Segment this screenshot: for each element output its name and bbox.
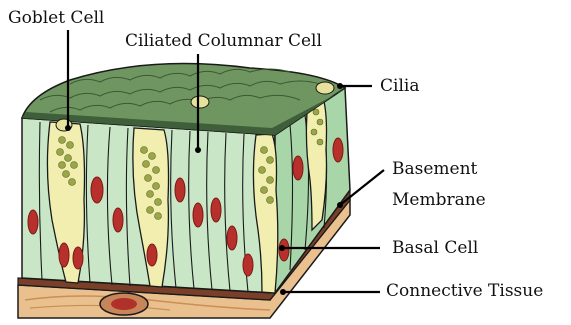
goblet-cell-label: Goblet Cell xyxy=(8,8,104,28)
basement-membrane-label-line1: Basement xyxy=(392,159,477,179)
connective-tissue-label: Connective Tissue xyxy=(386,281,543,301)
cilia-label: Cilia xyxy=(380,76,419,96)
basement-membrane-label-line2: Membrane xyxy=(392,190,486,210)
ciliated-columnar-cell-label: Ciliated Columnar Cell xyxy=(125,31,322,51)
basal-cell-label: Basal Cell xyxy=(392,238,478,258)
